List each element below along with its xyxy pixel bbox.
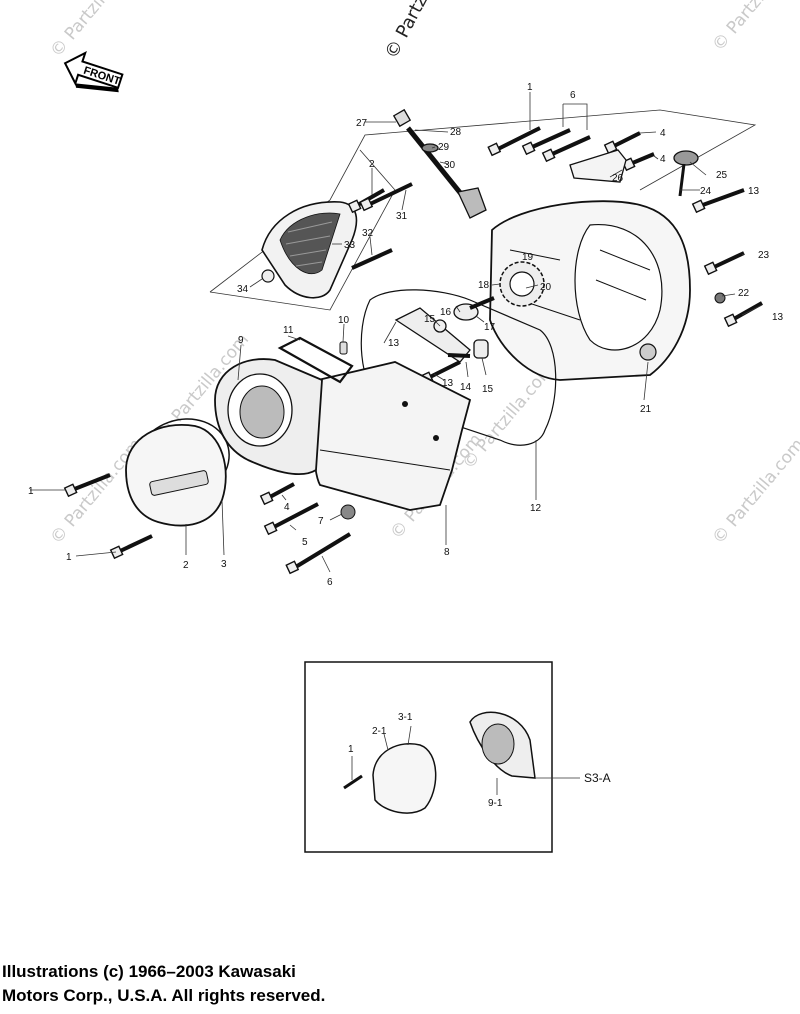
inset-label-s3a: S3-A <box>584 771 611 785</box>
callouts: 1 6 4 4 27 28 29 30 2 31 26 25 24 13 32 … <box>28 82 784 588</box>
shift-linkage <box>394 296 495 363</box>
callout-4: 4 <box>660 154 666 165</box>
callout-28: 28 <box>450 127 462 138</box>
callout-4: 4 <box>660 128 666 139</box>
callout-1: 1 <box>527 82 533 93</box>
callout-25: 25 <box>716 170 728 181</box>
callout-16: 16 <box>440 307 452 318</box>
magneto-housing <box>214 358 323 475</box>
callout-6: 6 <box>570 90 576 101</box>
callout-9: 9 <box>238 335 244 346</box>
leader-lines <box>30 92 763 795</box>
callout-13: 13 <box>748 186 760 197</box>
bolt-6a <box>521 128 571 156</box>
callout-30: 30 <box>444 160 456 171</box>
front-arrow-shadow <box>75 83 119 93</box>
callout-34: 34 <box>237 284 249 295</box>
bolt-6c <box>285 532 352 575</box>
bolt-1a <box>63 473 111 498</box>
seal-7 <box>340 504 356 520</box>
callout-8: 8 <box>444 547 450 558</box>
callout-11: 11 <box>283 325 294 336</box>
bolt-1b <box>109 534 153 560</box>
callout-13: 13 <box>772 312 784 323</box>
callout-24: 24 <box>700 186 712 197</box>
bolt-4b <box>621 152 655 172</box>
callout-22: 22 <box>738 288 750 299</box>
watermark-top-left: © Partzilla.com <box>47 0 147 61</box>
bolt-23 <box>703 251 745 276</box>
callout-18: 18 <box>478 280 490 291</box>
inset-callouts: 3-1 2-1 1 9-1 S3-A <box>348 712 611 809</box>
inset-callout-1: 1 <box>348 744 354 755</box>
bolt-6b <box>541 135 591 163</box>
callout-13: 13 <box>442 378 454 389</box>
bolt-32 <box>351 248 393 270</box>
plate-and-plug <box>569 149 699 197</box>
callout-29: 29 <box>438 142 450 153</box>
callout-14: 14 <box>460 382 472 393</box>
callout-2: 2 <box>183 560 189 571</box>
callout-3: 3 <box>221 559 227 570</box>
callout-20: 20 <box>540 282 552 293</box>
watermark-top-right: © Partzilla.com <box>709 0 800 55</box>
bolt-1-top <box>487 126 541 157</box>
sprocket-cover <box>261 201 358 299</box>
sprocket <box>499 261 545 307</box>
callout-7: 7 <box>318 516 324 527</box>
inset-s3a <box>304 661 553 853</box>
callout-17: 17 <box>484 322 496 333</box>
inset-frame <box>304 661 553 853</box>
gasket-11 <box>277 336 354 384</box>
callout-33: 33 <box>344 240 356 251</box>
inset-callout-9-1: 9-1 <box>488 798 503 809</box>
callout-23: 23 <box>758 250 770 261</box>
callout-27: 27 <box>356 118 368 129</box>
copyright-line-2: Motors Corp., U.S.A. All rights reserved… <box>2 986 326 1005</box>
callout-15: 15 <box>424 314 436 325</box>
inset-callout-2-1: 2-1 <box>372 726 387 737</box>
bolt-13b <box>723 301 763 328</box>
callout-1: 1 <box>66 552 72 563</box>
left-group-outline <box>209 149 396 311</box>
callout-15: 15 <box>482 384 494 395</box>
bolt-4c <box>259 482 295 506</box>
crankcase-cover <box>489 200 726 381</box>
callout-6: 6 <box>327 577 333 588</box>
front-arrow: FRONT <box>63 50 124 93</box>
callout-31: 31 <box>396 211 408 222</box>
inset-callout-3-1: 3-1 <box>398 712 413 723</box>
callout-13: 13 <box>388 338 400 349</box>
callout-12: 12 <box>530 503 542 514</box>
generator-cover <box>125 424 227 527</box>
tach-cable-parts <box>392 108 487 219</box>
callout-19: 19 <box>522 252 534 263</box>
callout-21: 21 <box>640 404 652 415</box>
bolt-4a <box>603 131 641 155</box>
watermark-mid-right: © Partzilla.com <box>709 435 800 548</box>
callout-26: 26 <box>612 173 624 184</box>
bolts <box>63 126 763 575</box>
callout-10: 10 <box>338 315 350 326</box>
copyright-line-1: Illustrations (c) 1966–2003 Kawasaki <box>2 962 296 981</box>
callout-1: 1 <box>28 486 34 497</box>
bolt-13a <box>691 188 745 214</box>
callout-32: 32 <box>362 228 374 239</box>
bolt-5 <box>263 502 319 536</box>
cover-nut-34 <box>261 269 275 283</box>
front-arrow-shape <box>63 50 124 90</box>
callout-2: 2 <box>369 159 375 170</box>
callout-5: 5 <box>302 537 308 548</box>
watermark-top-center: © Partzilla.com <box>381 0 465 62</box>
copyright-notice: Illustrations (c) 1966–2003 Kawasaki Mot… <box>2 960 422 1008</box>
bolt-31 <box>359 182 413 212</box>
pin-10 <box>339 341 348 355</box>
callout-4: 4 <box>284 502 290 513</box>
